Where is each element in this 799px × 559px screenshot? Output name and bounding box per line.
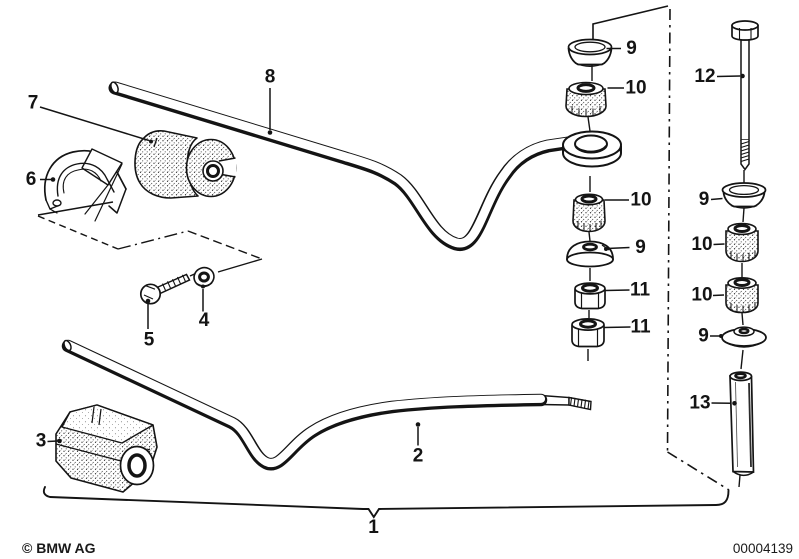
callout-part-10-mid[interactable]: 10 bbox=[630, 190, 651, 211]
dished-washer-part9-right bbox=[721, 326, 767, 348]
callout-part-6[interactable]: 6 bbox=[26, 169, 37, 190]
footer: © BMW AG 00004139 bbox=[22, 540, 793, 556]
callout-part-10-right-upper[interactable]: 10 bbox=[691, 234, 712, 255]
callout-part-9-right-lower[interactable]: 9 bbox=[698, 326, 709, 347]
leader-lines bbox=[39, 47, 741, 446]
bar2-cut-end bbox=[63, 339, 72, 352]
callout-part-8[interactable]: 8 bbox=[265, 67, 276, 88]
bolt-head bbox=[139, 283, 162, 305]
callout-part-11-upper[interactable]: 11 bbox=[630, 280, 651, 301]
callout-part-2[interactable]: 2 bbox=[413, 446, 424, 467]
rubber-bushing-part10-right-upper bbox=[725, 222, 759, 263]
cup-washer-part9-top bbox=[567, 38, 613, 67]
callout-part-9-right[interactable]: 9 bbox=[699, 189, 710, 210]
cup-washer-part9-right bbox=[721, 182, 767, 209]
bushing-split-slit bbox=[153, 137, 158, 148]
rubber-mount-part7 bbox=[134, 130, 237, 199]
assembly-brace-part1 bbox=[42, 486, 730, 519]
callout-part-1[interactable]: 1 bbox=[368, 517, 379, 538]
callout-part-7[interactable]: 7 bbox=[28, 93, 39, 114]
washer-part4 bbox=[193, 266, 215, 288]
callout-part-3[interactable]: 3 bbox=[36, 431, 47, 452]
leader-dots bbox=[50, 73, 745, 444]
bolt-part5 bbox=[139, 273, 191, 305]
callout-part-4[interactable]: 4 bbox=[199, 310, 210, 331]
callout-labels: 7 8 6 9 10 12 10 9 11 11 9 10 10 9 5 4 1… bbox=[26, 38, 716, 538]
section-dashdot-vertical bbox=[666, 8, 671, 453]
callout-part-5[interactable]: 5 bbox=[144, 330, 155, 351]
document-number: 00004139 bbox=[733, 541, 793, 556]
mounting-plane-lines bbox=[37, 201, 263, 277]
callout-part-10-top[interactable]: 10 bbox=[625, 78, 646, 99]
stabilizer-bar-part8 bbox=[108, 81, 575, 251]
rubber-mount-part3 bbox=[55, 404, 158, 493]
callout-part-9-mid[interactable]: 9 bbox=[635, 237, 646, 258]
rubber-bushing-part10-upper bbox=[565, 81, 607, 118]
callout-part-13[interactable]: 13 bbox=[689, 393, 710, 414]
stabilizer-bar-part2 bbox=[61, 339, 592, 471]
copyright-text: © BMW AG bbox=[22, 540, 96, 556]
callout-part-10-right-lower[interactable]: 10 bbox=[691, 285, 712, 306]
bar-eye-end bbox=[562, 130, 622, 168]
clamp-bolt-hole bbox=[52, 199, 62, 207]
eye-bore bbox=[574, 134, 608, 154]
rubber-bushing-part10-lower bbox=[572, 193, 606, 233]
callout-part-9-top[interactable]: 9 bbox=[626, 38, 637, 59]
hex-nut-part11-lower bbox=[571, 318, 605, 348]
rubber-bushing-part10-right-lower bbox=[725, 276, 759, 314]
hex-bolt-part12 bbox=[731, 20, 759, 171]
cup-washer-part9-mid bbox=[566, 240, 614, 268]
clamp-bracket-part6 bbox=[44, 148, 127, 222]
axis-connector-lines bbox=[587, 64, 745, 488]
section-dashdot-diagonal bbox=[667, 451, 730, 491]
callout-part-11-lower[interactable]: 11 bbox=[630, 317, 651, 338]
spacer-tube-part13 bbox=[729, 371, 755, 477]
hex-nut-part11-upper bbox=[574, 282, 606, 310]
bar-cut-end bbox=[110, 81, 119, 94]
callout-part-12[interactable]: 12 bbox=[694, 66, 715, 87]
